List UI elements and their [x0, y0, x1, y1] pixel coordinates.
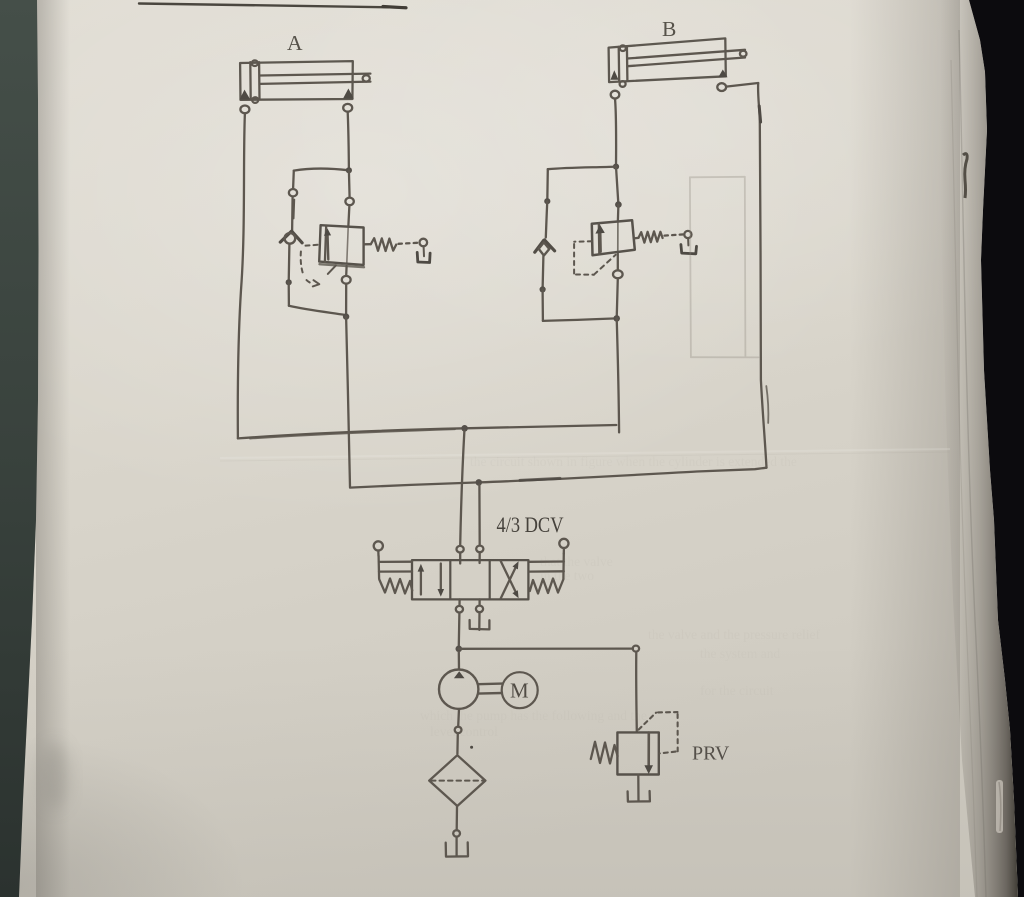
svg-text:the valve and the pressure rel: the valve and the pressure relief — [648, 627, 821, 642]
svg-text:the circuit shown in figure wh: the circuit shown in figure when the cyl… — [470, 454, 797, 469]
svg-text:A: A — [287, 31, 303, 55]
svg-text:level control: level control — [430, 724, 498, 739]
svg-text:that the valve: that the valve — [540, 554, 613, 569]
svg-text:which the pump has the followi: which the pump has the following and the — [420, 708, 647, 723]
svg-text:4/3 DCV: 4/3 DCV — [497, 512, 564, 537]
svg-text:in the two: in the two — [540, 568, 594, 583]
svg-text:for the circuit: for the circuit — [700, 683, 774, 698]
svg-text:B: B — [662, 17, 676, 41]
svg-text:the system and: the system and — [700, 646, 780, 661]
svg-text:M: M — [510, 678, 529, 702]
svg-text:PRV: PRV — [692, 743, 730, 765]
